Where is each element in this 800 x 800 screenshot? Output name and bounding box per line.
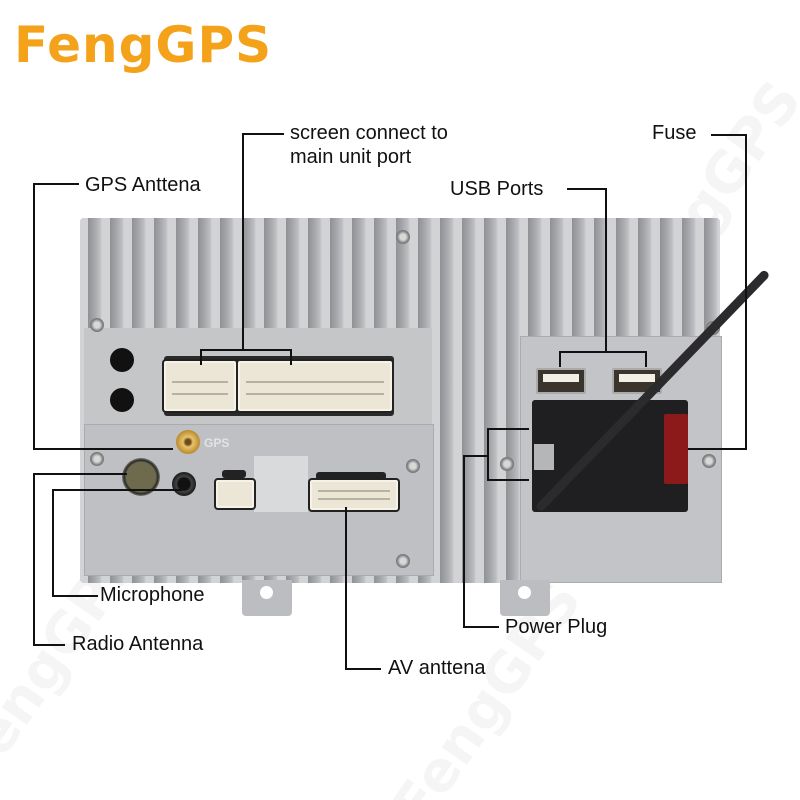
callout-line [345, 668, 381, 670]
callout-microphone: Microphone [100, 584, 205, 606]
fuse [664, 414, 688, 484]
watermark: FengGPS [380, 570, 595, 800]
callout-screen-connect-line2: main unit port [290, 146, 412, 168]
callout-radio-antenna: Radio Antenna [72, 633, 204, 655]
callout-av-antenna: AV anttena [388, 657, 486, 679]
callout-line [33, 183, 79, 185]
small-connector [216, 480, 254, 508]
small-connector-cap [222, 470, 246, 478]
screw [500, 457, 514, 471]
callout-line [487, 428, 489, 480]
callout-line [33, 473, 35, 645]
mount-hole [110, 388, 134, 412]
callout-line [559, 351, 561, 367]
screw [90, 318, 104, 332]
gps-marking: GPS [204, 436, 230, 450]
callout-line [52, 489, 54, 596]
callout-line [33, 644, 65, 646]
callout-line [52, 489, 182, 491]
callout-line [33, 473, 127, 475]
screen-connector-small [164, 361, 236, 411]
callout-line [242, 133, 284, 135]
callout-line [200, 349, 292, 351]
screw [702, 454, 716, 468]
callout-line [645, 351, 647, 367]
callout-line [559, 351, 647, 353]
brand-logo: FengGPS [14, 16, 273, 74]
usb-port-1 [536, 368, 586, 394]
callout-line [290, 349, 292, 365]
mounting-tab [242, 580, 292, 616]
sticker [254, 456, 308, 512]
screw [396, 554, 410, 568]
callout-line [711, 134, 747, 136]
screw [90, 452, 104, 466]
callout-line [345, 507, 347, 669]
callout-fuse: Fuse [652, 122, 697, 144]
callout-line [745, 134, 747, 450]
callout-line [487, 428, 529, 430]
callout-gps-antenna: GPS Anttena [85, 174, 201, 196]
av-connector [310, 480, 398, 510]
callout-line [52, 595, 98, 597]
callout-line [605, 188, 607, 352]
callout-line [242, 133, 244, 351]
callout-line [33, 448, 173, 450]
callout-power-plug: Power Plug [505, 616, 608, 638]
callout-line [200, 349, 202, 365]
mount-hole [110, 348, 134, 372]
callout-line [688, 448, 747, 450]
screw [406, 459, 420, 473]
callout-line [463, 626, 499, 628]
callout-screen-connect-line1: screen connect to [290, 122, 448, 144]
callout-line [463, 455, 489, 457]
callout-line [567, 188, 607, 190]
screen-connector-large [238, 361, 392, 411]
callout-line [487, 479, 529, 481]
microphone-jack [172, 472, 196, 496]
screw [396, 230, 410, 244]
callout-usb-ports: USB Ports [450, 178, 544, 200]
mounting-tab [500, 580, 550, 616]
callout-line [33, 183, 35, 449]
gps-antenna-connector [176, 430, 200, 454]
av-connector-cap [316, 472, 386, 480]
callout-line [463, 455, 465, 627]
head-unit-rear-panel: GPS [80, 218, 722, 583]
ground-bracket [534, 444, 554, 470]
